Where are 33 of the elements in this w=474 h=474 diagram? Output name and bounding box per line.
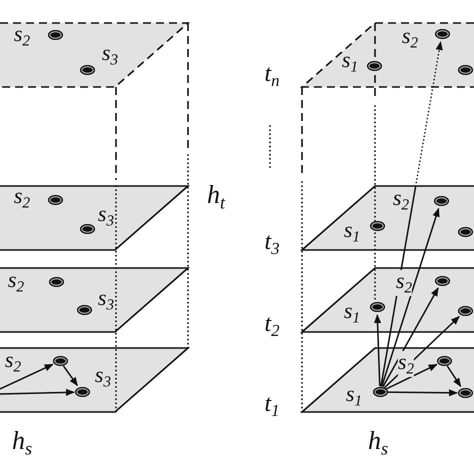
arrow (374, 314, 382, 386)
node-label: s$_{1}$ (344, 300, 360, 326)
arrow (380, 41, 443, 387)
node-label: s$_{2}$ (398, 351, 414, 377)
layer-label: t$_{1}$ (264, 392, 280, 420)
arrow (446, 366, 462, 388)
node-label: s$_{2}$ (402, 25, 418, 51)
layer-label: t$_{2}$ (264, 312, 280, 340)
arrow (386, 389, 458, 396)
arrow (382, 287, 439, 388)
layer-label: t$_{3}$ (264, 230, 280, 258)
node-label: s$_{2}$ (8, 269, 24, 295)
arrow (62, 365, 78, 386)
axis-label: h$_{s}$ (12, 428, 32, 458)
arrow (0, 388, 75, 396)
arrow (381, 208, 440, 387)
arrow (0, 364, 54, 390)
node-label: s$_{3}$ (98, 287, 114, 313)
node-label: s$_{2}$ (14, 23, 30, 49)
node-label: s$_{2}$ (4, 349, 22, 375)
node-label: s$_{2}$ (396, 270, 412, 296)
axis-label: h$_{s}$ (368, 428, 388, 458)
axis-label: h$_{t}$ (206, 182, 226, 212)
layer-label: t$_{n}$ (264, 62, 280, 90)
node-label: s$_{3}$ (94, 364, 112, 390)
node-label: s$_{2}$ (14, 185, 30, 211)
node-label: s$_{1}$ (346, 383, 362, 409)
node-label: s$_{2}$ (392, 187, 410, 213)
node-label: s$_{3}$ (98, 203, 114, 229)
node-label: s$_{1}$ (344, 219, 360, 245)
arrow (385, 364, 438, 390)
node-label: s$_{1}$ (342, 49, 358, 75)
node-label: s$_{3}$ (102, 42, 118, 68)
